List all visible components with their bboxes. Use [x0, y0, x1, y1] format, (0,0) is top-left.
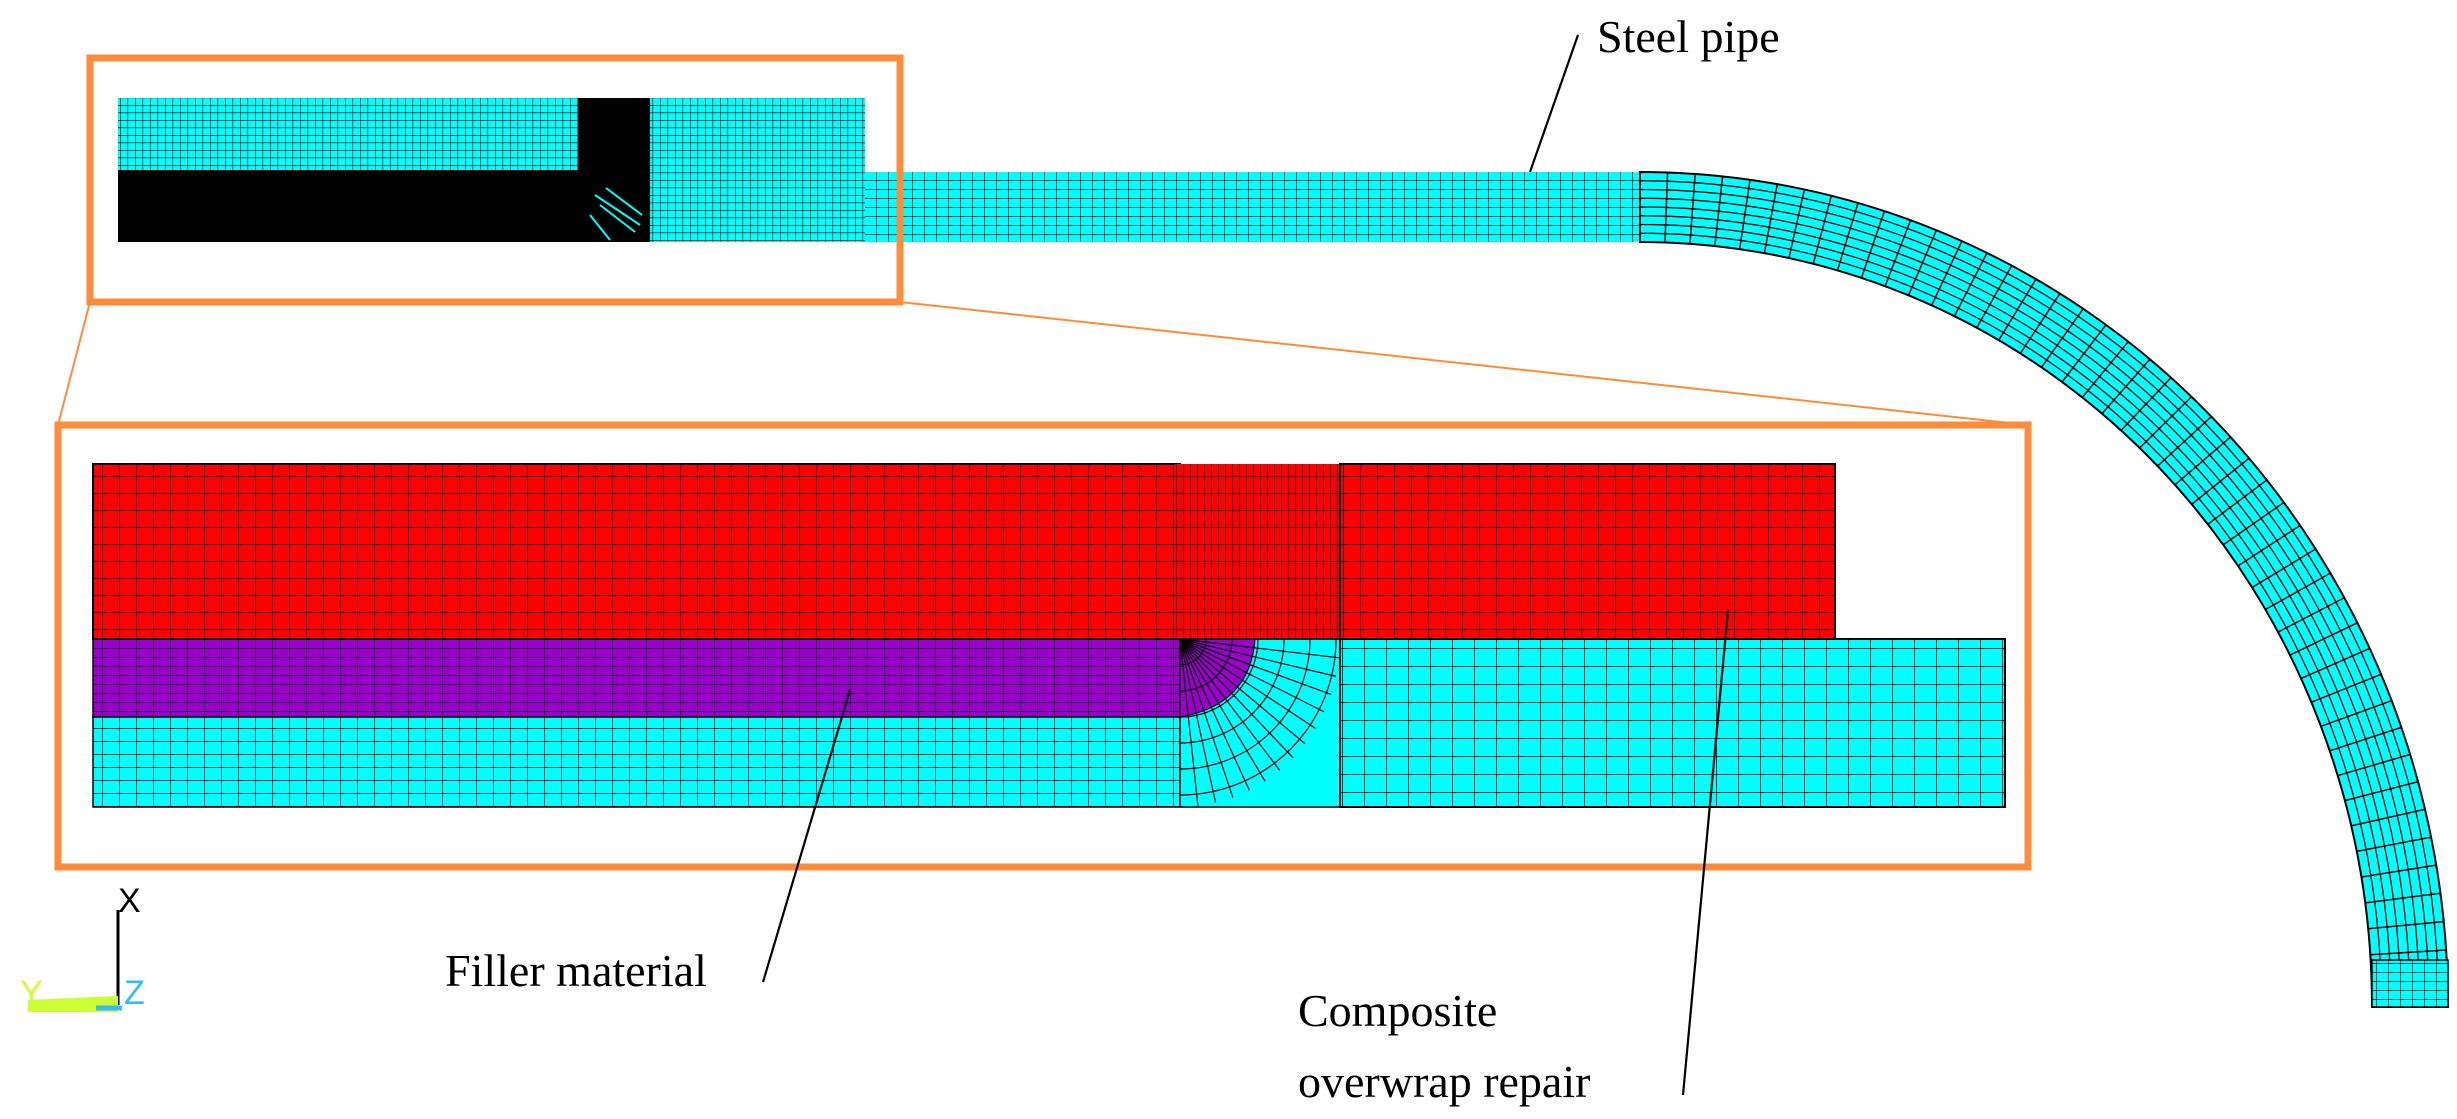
transition-fan-line [1179, 638, 1250, 791]
transition-arc-line [1179, 638, 1337, 796]
transition-fan-line [1179, 638, 1294, 759]
steel-pipe-label: Steel pipe [1597, 11, 1780, 62]
transition-arc-line [1179, 638, 1285, 744]
zoomed-detail [92, 463, 2006, 808]
highlight-frame-small [86, 54, 904, 306]
overview-filler-band [118, 170, 650, 242]
steel-pipe-leader [1528, 34, 1580, 173]
steel-pipe-straight [865, 172, 1640, 242]
zoom-connector-right [899, 301, 2029, 426]
filler-leader [761, 689, 852, 983]
elbow-arc-line [1639, 180, 2440, 1008]
highlight-frame-large [54, 421, 2032, 871]
y-axis-arrow [28, 996, 118, 1012]
filler-material-label: Filler material [445, 945, 707, 996]
elbow-arc-line [1639, 223, 2392, 1008]
composite-leader [1681, 609, 1730, 1096]
transition-arc-line [1179, 638, 1259, 718]
steel-pipe-zoom-mesh [1339, 638, 2006, 808]
x-axis-label: X [118, 882, 141, 920]
transition-fan-line [1179, 638, 1337, 677]
elbow-arc-line [1639, 206, 2411, 1008]
overview-transition-detail [589, 187, 643, 241]
overview-dense-block [578, 98, 650, 170]
annotations: Steel pipe Filler material Composite ove… [445, 11, 1780, 1107]
transition-region [1179, 638, 1341, 808]
transition-fan-line [1179, 638, 1325, 713]
transition-fan-line [1179, 638, 1217, 803]
elbow-arc-line [1639, 188, 2430, 1008]
elbow-arc-line [1639, 197, 2421, 1008]
overview-composite-mesh-right [650, 98, 865, 170]
composite-label-line2: overwrap repair [1298, 1056, 1590, 1107]
transition-fan-line [1179, 638, 1234, 798]
transition-fan-line [1179, 638, 1266, 782]
transition-arc-line [1179, 638, 1311, 770]
overview-composite-mesh [118, 98, 578, 170]
steel-pipe-end [2371, 959, 2449, 1008]
axis-triad: X Y Z [20, 882, 145, 1012]
composite-overwrap-dense [1175, 464, 1340, 639]
overview-pipe-mesh [650, 170, 865, 242]
transition-arc-line [1179, 638, 1233, 692]
transition-fan-line [1179, 638, 1332, 696]
z-axis-label: Z [124, 974, 145, 1012]
overview-model [118, 98, 2450, 1008]
transition-arc-line [1179, 638, 1207, 666]
transition-fan-line [1179, 638, 1306, 745]
filler-material-mesh [92, 638, 1181, 718]
transition-fan-line [1179, 638, 1281, 771]
transition-fan-line [1179, 638, 1340, 659]
elbow-arc-line [1639, 232, 2383, 1008]
composite-label-line1: Composite [1298, 985, 1497, 1036]
composite-overwrap-mesh [92, 463, 1181, 640]
elbow-arc-line [1639, 215, 2402, 1008]
steel-under-filler [92, 716, 1181, 808]
y-axis-label: Y [20, 974, 43, 1012]
transition-fan-line [1179, 638, 1199, 807]
transition-fan-line [1179, 638, 1316, 729]
composite-overwrap-right [1339, 463, 1836, 640]
zoom-connector-left [57, 301, 91, 426]
